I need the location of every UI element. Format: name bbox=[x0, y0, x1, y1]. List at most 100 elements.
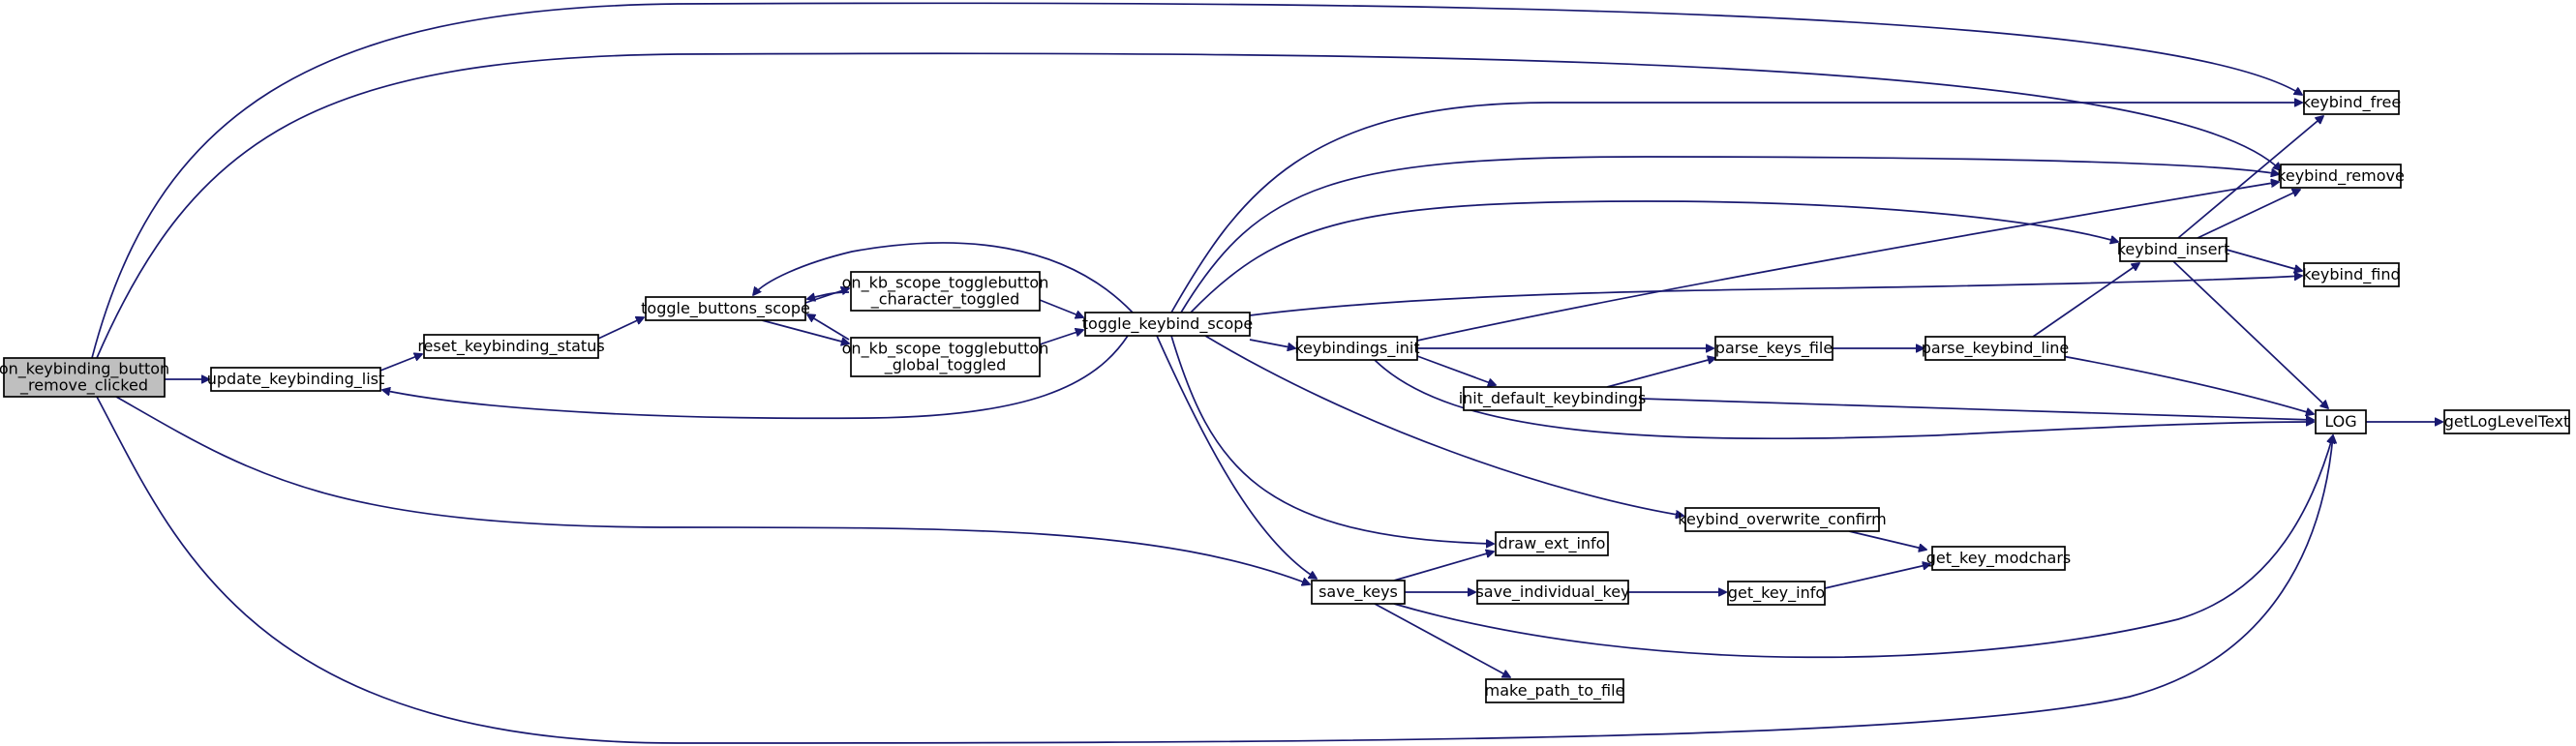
node-getLogLevelText[interactable]: getLogLevelText bbox=[2443, 409, 2570, 434]
edge-on_kb_scope_togglebutton_character_toggled-to-toggle_keybind_scope bbox=[1039, 299, 1083, 317]
edge-toggle_keybind_scope-to-toggle_buttons_scope bbox=[753, 242, 1134, 313]
edge-init_default_keybindings-to-parse_keys_file bbox=[1606, 358, 1715, 388]
edges-layer bbox=[91, 2, 2442, 744]
node-box bbox=[1727, 581, 1826, 606]
node-box bbox=[1714, 336, 1834, 361]
node-label: keybind_remove bbox=[2277, 166, 2405, 186]
node-get_key_modchars[interactable]: get_key_modchars bbox=[1926, 546, 2071, 571]
node-keybind_remove[interactable]: keybind_remove bbox=[2277, 164, 2405, 189]
edge-toggle_keybind_scope-to-keybindings_init bbox=[1249, 339, 1295, 348]
node-box bbox=[2119, 237, 2227, 262]
edge-toggle_keybind_scope-to-keybind_overwrite_confirm bbox=[1204, 335, 1683, 516]
edge-update_keybinding_list-to-reset_keybinding_status bbox=[379, 354, 422, 372]
node-keybind_overwrite_confirm[interactable]: keybind_overwrite_confirm bbox=[1678, 507, 1887, 532]
node-save_individual_key[interactable]: save_individual_key bbox=[1475, 580, 1630, 605]
node-label: init_default_keybindings bbox=[1459, 389, 1647, 408]
node-box bbox=[2303, 90, 2400, 115]
node-box bbox=[2315, 409, 2367, 434]
node-label: parse_keys_file bbox=[1715, 339, 1833, 358]
node-label: get_key_modchars bbox=[1926, 549, 2071, 568]
node-box bbox=[2443, 409, 2570, 434]
node-keybindings_init[interactable]: keybindings_init bbox=[1294, 336, 1420, 361]
edge-on_keybinding_button_remove_clicked-to-LOG bbox=[96, 396, 2333, 744]
node-parse_keybind_line[interactable]: parse_keybind_line bbox=[1922, 336, 2070, 361]
node-label: save_individual_key bbox=[1475, 582, 1629, 602]
node-label: save_keys bbox=[1318, 582, 1398, 602]
node-on_keybinding_button_remove_clicked[interactable]: on_keybinding_button_remove_clicked bbox=[0, 357, 169, 398]
node-label: keybind_find bbox=[2302, 265, 2400, 284]
node-LOG[interactable]: LOG bbox=[2315, 409, 2367, 434]
edge-keybind_insert-to-LOG bbox=[2172, 260, 2328, 408]
edge-get_key_info-to-get_key_modchars bbox=[1824, 564, 1930, 589]
node-label: _remove_clicked bbox=[19, 376, 148, 396]
node-on_kb_scope_togglebutton_character_toggled[interactable]: on_kb_scope_togglebutton_character_toggl… bbox=[842, 271, 1049, 312]
node-box bbox=[645, 296, 806, 321]
edge-toggle_keybind_scope-to-update_keybinding_list bbox=[382, 335, 1129, 420]
edge-keybindings_init-to-init_default_keybindings bbox=[1416, 355, 1496, 385]
edge-save_keys-to-make_path_to_file bbox=[1374, 603, 1510, 677]
edge-on_keybinding_button_remove_clicked-to-keybind_free bbox=[91, 2, 2302, 359]
edge-save_keys-to-LOG bbox=[1393, 435, 2333, 659]
node-label: _global_toggled bbox=[884, 356, 1007, 375]
edge-toggle_buttons_scope-to-on_kb_scope_togglebutton_global_toggled bbox=[761, 319, 849, 343]
node-box bbox=[1084, 312, 1251, 337]
node-box bbox=[3, 357, 166, 398]
node-save_keys[interactable]: save_keys bbox=[1311, 580, 1406, 605]
node-label: LOG bbox=[2324, 412, 2356, 431]
node-make_path_to_file[interactable]: make_path_to_file bbox=[1485, 678, 1625, 703]
edge-toggle_keybind_scope-to-keybind_insert bbox=[1190, 200, 2118, 313]
node-box bbox=[2280, 164, 2402, 189]
node-box bbox=[2303, 262, 2400, 287]
node-parse_keys_file[interactable]: parse_keys_file bbox=[1714, 336, 1834, 361]
node-box bbox=[1311, 580, 1406, 605]
node-update_keybinding_list[interactable]: update_keybinding_list bbox=[207, 367, 385, 392]
node-label: getLogLevelText bbox=[2444, 412, 2569, 431]
node-box bbox=[423, 334, 599, 359]
node-label: draw_ext_info bbox=[1499, 534, 1606, 553]
edge-toggle_keybind_scope-to-keybind_remove bbox=[1180, 156, 2279, 313]
node-on_kb_scope_togglebutton_global_toggled[interactable]: on_kb_scope_togglebutton_global_toggled bbox=[842, 337, 1049, 377]
edge-toggle_keybind_scope-to-keybind_find bbox=[1249, 276, 2302, 316]
nodes-layer: on_keybinding_button_remove_clicked updat… bbox=[0, 90, 2570, 703]
edge-keybind_insert-to-keybind_remove bbox=[2197, 190, 2300, 239]
node-label: toggle_buttons_scope bbox=[641, 299, 810, 318]
node-keybind_find[interactable]: keybind_find bbox=[2302, 262, 2401, 287]
edge-toggle_keybind_scope-to-keybind_free bbox=[1170, 103, 2302, 313]
node-label: keybind_overwrite_confirm bbox=[1678, 510, 1887, 529]
node-box bbox=[1485, 678, 1624, 703]
edge-toggle_keybind_scope-to-draw_ext_info bbox=[1170, 335, 1494, 544]
node-label: on_kb_scope_togglebutton bbox=[842, 274, 1049, 293]
edge-parse_keybind_line-to-keybind_insert bbox=[2032, 263, 2139, 338]
edge-keybind_insert-to-keybind_find bbox=[2226, 249, 2302, 271]
node-box bbox=[850, 271, 1041, 312]
edge-keybindings_init-to-keybind_remove bbox=[1416, 182, 2279, 342]
edge-on_keybinding_button_remove_clicked-to-keybind_remove bbox=[96, 52, 2281, 359]
node-toggle_buttons_scope[interactable]: toggle_buttons_scope bbox=[641, 296, 810, 321]
node-keybind_free[interactable]: keybind_free bbox=[2302, 90, 2401, 115]
edge-save_keys-to-draw_ext_info bbox=[1393, 552, 1494, 582]
node-label: keybind_insert bbox=[2117, 240, 2230, 259]
node-label: keybind_free bbox=[2302, 93, 2401, 112]
node-init_default_keybindings[interactable]: init_default_keybindings bbox=[1459, 386, 1647, 411]
edge-on_kb_scope_togglebutton_character_toggled-to-toggle_buttons_scope bbox=[807, 291, 850, 299]
node-box bbox=[1463, 386, 1642, 411]
edge-parse_keybind_line-to-LOG bbox=[2061, 355, 2314, 414]
node-keybind_insert[interactable]: keybind_insert bbox=[2117, 237, 2230, 262]
node-get_key_info[interactable]: get_key_info bbox=[1727, 581, 1826, 606]
node-box bbox=[1495, 531, 1609, 556]
edge-toggle_keybind_scope-to-save_keys bbox=[1156, 335, 1317, 579]
node-label: _character_toggled bbox=[870, 290, 1019, 310]
edge-init_default_keybindings-to-LOG bbox=[1640, 398, 2314, 420]
node-toggle_keybind_scope[interactable]: toggle_keybind_scope bbox=[1082, 312, 1254, 337]
edge-keybind_insert-to-keybind_free bbox=[2177, 116, 2323, 239]
node-label: keybindings_init bbox=[1294, 339, 1419, 358]
node-label: update_keybinding_list bbox=[207, 370, 385, 389]
node-label: on_keybinding_button bbox=[0, 360, 169, 379]
node-reset_keybinding_status[interactable]: reset_keybinding_status bbox=[417, 334, 605, 359]
node-label: toggle_keybind_scope bbox=[1082, 314, 1254, 334]
node-box bbox=[850, 337, 1041, 377]
node-box bbox=[1684, 507, 1880, 532]
edge-on_kb_scope_togglebutton_global_toggled-to-toggle_keybind_scope bbox=[1039, 330, 1083, 345]
node-box bbox=[210, 367, 381, 392]
node-draw_ext_info[interactable]: draw_ext_info bbox=[1495, 531, 1609, 556]
